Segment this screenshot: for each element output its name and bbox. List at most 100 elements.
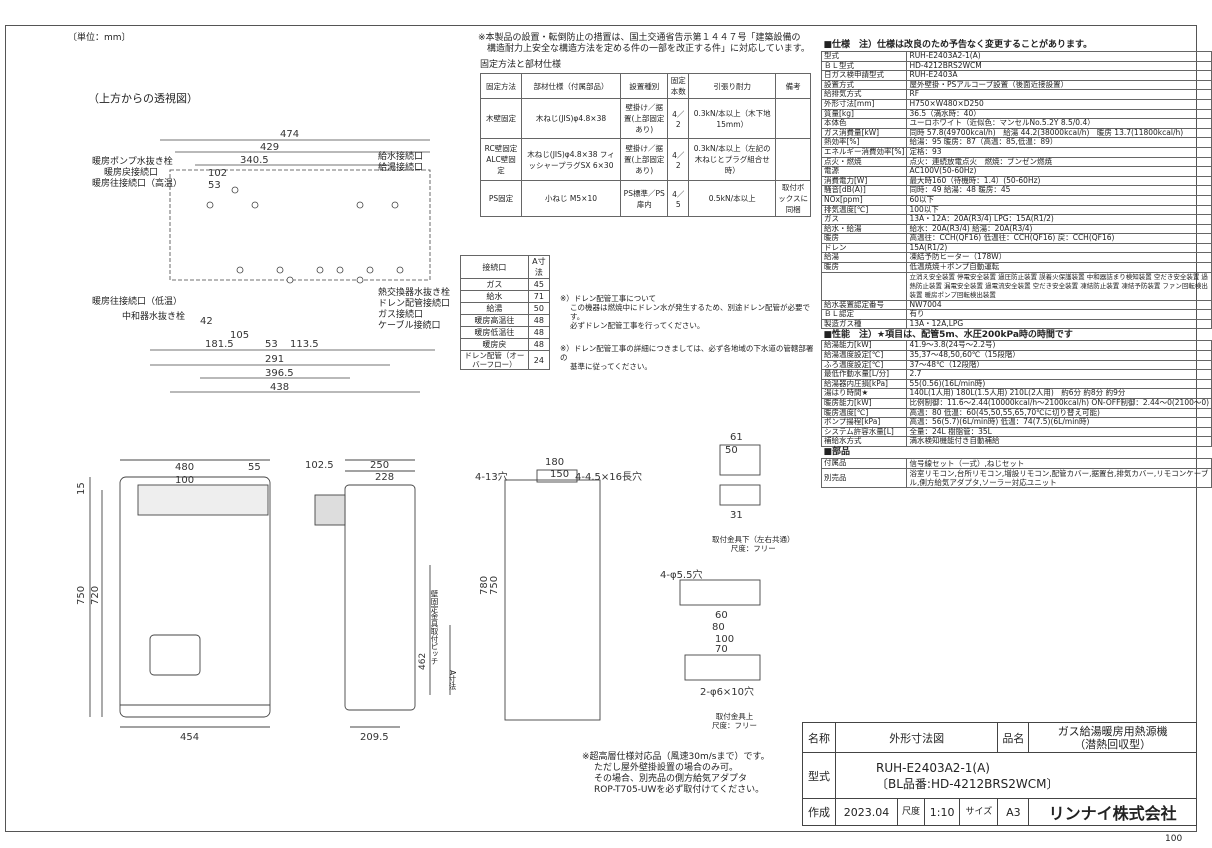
svg-text:100: 100 <box>175 475 194 486</box>
table-header-row: 接続口 A寸法 <box>460 255 551 279</box>
spec-value: 37〜48℃（12段階） <box>906 359 1212 371</box>
spec-value: RUH-E2403A <box>906 70 1212 81</box>
spec-row: ＢＬ認定有り <box>820 309 1212 320</box>
spec-value: RUH-E2403A2-1(A) <box>906 51 1212 62</box>
table-cell <box>775 98 811 139</box>
table-cell: 壁掛け／据置(上部固定あり) <box>620 98 669 139</box>
spec-row: システム許容水量[L]全量：24L 樹脂管：35L <box>820 426 1212 438</box>
table-cell: ドレン配管（オーバーフロー） <box>460 350 529 370</box>
table-cell: 24 <box>527 350 551 370</box>
spec-value: H750×W480×D250 <box>906 98 1212 110</box>
spec-key: 熱効率[%] <box>820 137 908 148</box>
spec-row: 本体色ユーロホワイト（近似色：マンセルNo.5.2Y 8.5/0.4） <box>820 118 1212 129</box>
spec-key <box>820 271 908 301</box>
spec-value: AC100V(50-60Hz) <box>906 166 1212 177</box>
note-line: ※）ドレン配管工事の詳細につきましては、必ず各地域の下水道の管轄部署の <box>560 344 814 362</box>
table-cell: 0.5kN/本以上 <box>688 180 777 217</box>
spec-key: 別売品 <box>820 467 908 488</box>
fix-method-table: 固定方法 部材仕様（付属部品） 設置種別 固定本数 引張り耐力 備考 木壁固定 … <box>480 73 811 217</box>
spec-section: ■性能 注）★項目は、配管5m、水圧200kPa時の時間です <box>822 329 1212 341</box>
table-cell: PS固定 <box>480 180 522 217</box>
table-cell: 4／2 <box>667 138 690 181</box>
svg-text:209.5: 209.5 <box>360 732 389 743</box>
note-line: 構造耐力上安全な構造方法を定める件の一部を改正する件」に対応しています。 <box>478 44 810 54</box>
spec-key: 製造ガス種 <box>820 318 908 330</box>
spec-row: 立消え安全装置 停電安全装置 過圧防止装置 誤着火保護装置 中和器詰まり検知装置… <box>820 271 1212 301</box>
spec-key: 給湯温度設定[℃] <box>820 350 908 361</box>
spec-value: 60以下 <box>906 194 1212 206</box>
section-title: ■性能 注）★項目は、配管5m、水圧200kPa時の時間です <box>823 329 1073 340</box>
svg-text:60: 60 <box>715 610 728 621</box>
svg-text:50: 50 <box>725 445 738 456</box>
callout-label: 暖房往接続口（高温） <box>92 179 183 189</box>
svg-text:396.5: 396.5 <box>265 368 294 379</box>
table-cell: 給湯 <box>460 302 529 315</box>
svg-text:100: 100 <box>715 634 734 645</box>
table-row: 木壁固定 木ねじ(JIS)φ4.8×38 壁掛け／据置(上部固定あり) 4／2 … <box>480 98 811 139</box>
table-row: RC壁固定 ALC壁固定 木ねじ(JIS)φ4.8×38 フィッシャープラグSX… <box>480 138 811 181</box>
spec-key: エネルギー消費効率[%] <box>820 146 908 158</box>
table-cell: 小ねじ M5×10 <box>520 180 622 217</box>
bracket-bottom-label: 取付金具下（左右共通） 尺度：フリー <box>712 535 795 553</box>
spec-key: 暖房 <box>820 262 908 273</box>
spec-row: 消費電力[W]最大時160（待機時：1.4）(50-60Hz) <box>820 175 1212 187</box>
note-line: ※本製品の設置・転倒防止の措置は、国土交通省告示第１４４７号「建築設備の <box>478 33 801 43</box>
model-value: RUH-E2403A2-1(A) 〔BL品番:HD-4212BRS2WCM〕 <box>835 752 1197 799</box>
column-header: 備考 <box>775 73 811 99</box>
company-name: リンナイ株式会社 <box>1028 798 1197 826</box>
svg-text:750: 750 <box>489 576 500 595</box>
spec-row: 付属品信号線セット（一式）,ねじセット <box>820 457 1212 469</box>
table-cell: 木壁固定 <box>480 98 522 139</box>
svg-text:70: 70 <box>715 644 728 655</box>
model-label: 型式 <box>802 752 836 799</box>
svg-text:720: 720 <box>90 586 101 605</box>
svg-text:102.5: 102.5 <box>305 460 334 471</box>
table-cell: 0.3kN/本以上（左記の木ねじとプラグ組合せ時） <box>688 138 777 181</box>
svg-text:228: 228 <box>375 472 394 483</box>
model-row: 型式 RUH-E2403A2-1(A) 〔BL品番:HD-4212BRS2WCM… <box>802 752 1197 799</box>
title-row: 名称 外形寸法図 品名 ガス給湯暖房用熱源機 （潜熱回収型） <box>802 722 1197 753</box>
spec-value: 低温焼焼＋ポンプ自動運転 <box>906 262 1212 273</box>
table-cell: PS標準／PS扉内 <box>620 180 669 217</box>
table-cell <box>775 138 811 181</box>
table-cell: 4／5 <box>667 180 690 217</box>
spec-key: 日ガス検申請型式 <box>820 70 908 81</box>
spec-key: 騒音[dB(A)] <box>820 185 908 196</box>
spec-section: ■部品 <box>822 446 1212 458</box>
column-header: A寸法 <box>527 255 551 279</box>
svg-text:150: 150 <box>550 469 569 480</box>
spec-key: ガス <box>820 214 908 225</box>
svg-text:4-φ5.5穴: 4-φ5.5穴 <box>660 568 702 581</box>
notes-top: ※本製品の設置・転倒防止の措置は、国土交通省告示第１４４７号「建築設備の 構造耐… <box>478 33 818 55</box>
spec-value: 給湯：95 暖房：87（高温：85,低温：89） <box>906 137 1212 148</box>
spec-value: 満水検知機能付き自動補給 <box>906 436 1212 447</box>
svg-text:4-13穴: 4-13穴 <box>475 470 508 483</box>
table-cell: 木ねじ(JIS)φ4.8×38 <box>520 98 622 139</box>
svg-text:181.5: 181.5 <box>205 339 234 350</box>
callout-label: ドレン配管接続口 <box>378 299 451 309</box>
table-row: PS固定 小ねじ M5×10 PS標準／PS扉内 4／5 0.5kN/本以上 取… <box>480 180 811 217</box>
scale-label: 尺度 <box>897 798 925 826</box>
spec-row: 暖房低温焼焼＋ポンプ自動運転 <box>820 262 1212 273</box>
bracket-top-label: 取付金具上 尺度：フリー <box>712 712 757 730</box>
svg-text:474: 474 <box>280 129 299 140</box>
bracket-scale: 尺度：フリー <box>712 721 757 730</box>
table-cell: 48 <box>527 338 551 351</box>
note-line: ※）ドレン配管工事について <box>560 294 657 303</box>
spec-row: 補給水方式満水検知機能付き自動補給 <box>820 436 1212 447</box>
svg-text:180: 180 <box>545 457 564 468</box>
note-line: ※超高層仕様対応品（風速30m/sまで）です。 <box>582 752 770 762</box>
table-cell: 暖房戻 <box>460 338 529 351</box>
column-header: 固定方法 <box>480 73 522 99</box>
spec-row: NOx[ppm]60以下 <box>820 194 1212 206</box>
spec-value: 13A・12A,LPG <box>906 318 1212 330</box>
